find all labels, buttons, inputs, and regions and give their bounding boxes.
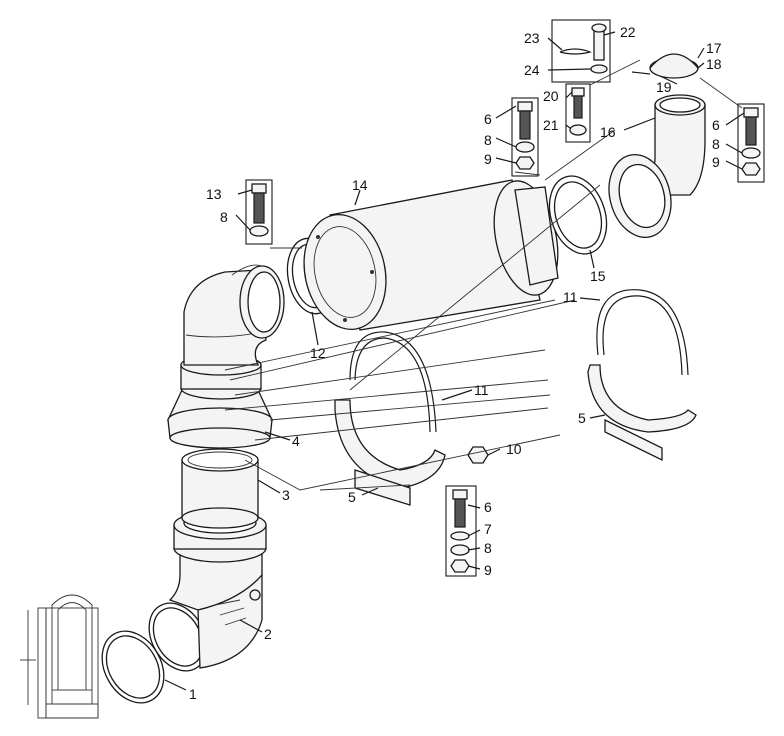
label-part-18: 18 — [706, 56, 722, 72]
fastener-group-13-8 — [245, 179, 273, 245]
label-part-13: 13 — [206, 186, 222, 202]
label-part-24: 24 — [524, 62, 540, 78]
label-part-22: 22 — [620, 24, 636, 40]
outlet-pipe-16 — [608, 94, 706, 238]
fastener-group-20-21 — [565, 83, 591, 143]
u-strap-11-right — [596, 289, 689, 376]
label-part-6-right: 6 — [712, 117, 720, 133]
label-part-8-bottom: 8 — [484, 540, 492, 556]
label-part-10: 10 — [506, 441, 522, 457]
upper-elbow — [183, 264, 285, 366]
label-part-7: 7 — [484, 521, 492, 537]
clamp-ring-1 — [101, 630, 165, 704]
label-part-9-bottom: 9 — [484, 562, 492, 578]
callout-leaders — [164, 31, 745, 691]
fastener-group-bottom — [445, 485, 477, 577]
cap-pin-22 — [591, 23, 607, 61]
assembly-leader-lines — [224, 59, 743, 491]
label-part-4: 4 — [292, 433, 300, 449]
label-part-20: 20 — [543, 88, 559, 104]
label-part-11-center: 11 — [474, 382, 489, 398]
label-part-17: 17 — [706, 40, 722, 56]
label-part-14: 14 — [352, 177, 368, 193]
label-part-12: 12 — [310, 345, 326, 361]
label-part-5-right: 5 — [578, 410, 586, 426]
clamp-ring-15 — [548, 175, 608, 255]
label-part-5-center: 5 — [348, 489, 356, 505]
conical-adapter-4 — [166, 354, 274, 449]
label-part-21: 21 — [543, 117, 559, 133]
rain-cap-17-19 — [631, 53, 699, 79]
label-part-8-left: 8 — [220, 209, 228, 225]
label-part-8-top: 8 — [484, 132, 492, 148]
fastener-group-top-center — [511, 97, 539, 177]
washer-24 — [590, 64, 608, 74]
label-part-3: 3 — [282, 487, 290, 503]
coupling-sleeve-3 — [173, 448, 267, 563]
label-part-19: 19 — [656, 79, 672, 95]
label-part-9-right: 9 — [712, 154, 720, 170]
label-part-23: 23 — [524, 30, 540, 46]
label-part-2: 2 — [264, 626, 272, 642]
spring-clip-23 — [559, 48, 592, 55]
u-strap-11-center — [349, 331, 437, 433]
callout-labels: 1 2 3 4 5 5 6 7 8 9 10 11 11 12 13 8 14 … — [189, 24, 722, 702]
inset-sketch — [20, 594, 99, 719]
label-part-1: 1 — [189, 686, 197, 702]
silencer-14 — [303, 179, 559, 331]
bracket-5-right — [587, 364, 697, 462]
group-box-22-24 — [551, 19, 611, 83]
bracket-5-center — [334, 399, 446, 506]
label-part-6-bottom: 6 — [484, 499, 492, 515]
fastener-group-right — [737, 103, 765, 183]
label-part-15: 15 — [590, 268, 606, 284]
nut-10 — [467, 446, 489, 464]
label-part-8-right: 8 — [712, 136, 720, 152]
label-part-6-top: 6 — [484, 111, 492, 127]
label-part-11-right: 11 — [563, 289, 578, 305]
label-part-9-top: 9 — [484, 151, 492, 167]
label-part-16: 16 — [600, 124, 616, 140]
